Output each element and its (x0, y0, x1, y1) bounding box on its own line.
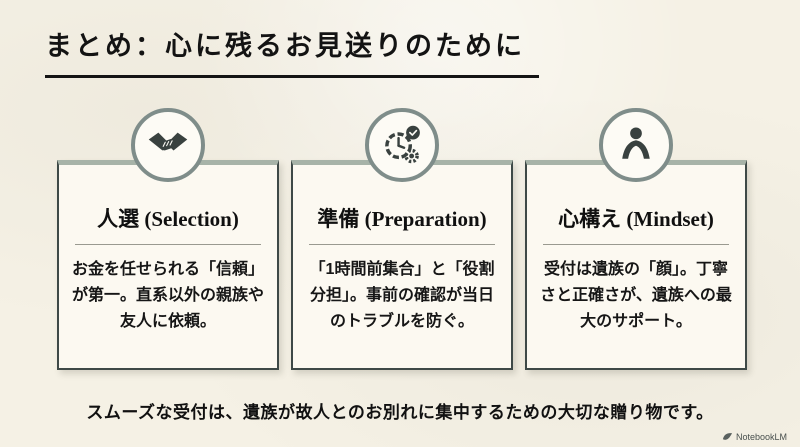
card-title-mindset: 心構え (Mindset) (558, 207, 714, 231)
card-preparation: 準備 (Preparation) 「1時間前集合」と「役割分担」。事前の確認が当… (291, 108, 513, 370)
cards-row: 人選 (Selection) お金を任せられる「信頼」が第一。直系以外の親族や友… (57, 108, 747, 370)
card-divider (543, 244, 729, 245)
card-body-selection: お金を任せられる「信頼」が第一。直系以外の親族や友人に依頼。 (72, 261, 265, 330)
card-title-selection: 人選 (Selection) (97, 207, 239, 231)
clock-gear-check-icon (365, 108, 439, 182)
card-title-preparation: 準備 (Preparation) (317, 207, 487, 231)
card-divider (309, 244, 495, 245)
card-body-preparation: 「1時間前集合」と「役割分担」。事前の確認が当日のトラブルを防ぐ。 (309, 261, 495, 330)
card-divider (75, 244, 261, 245)
handshake-icon (131, 108, 205, 182)
bowing-person-icon (599, 108, 673, 182)
card-mindset: 心構え (Mindset) 受付は遺族の「顔」。丁寧さと正確さが、遺族への最大の… (525, 108, 747, 370)
page-title: まとめ：心に残るお見送りのために (45, 24, 539, 78)
card-body-mindset: 受付は遺族の「顔」。丁寧さと正確さが、遺族への最大のサポート。 (540, 261, 732, 330)
notebooklm-branding: NotebookLM (722, 431, 787, 442)
notebooklm-label: NotebookLM (735, 431, 787, 442)
card-selection: 人選 (Selection) お金を任せられる「信頼」が第一。直系以外の親族や友… (57, 108, 279, 370)
footer-message: スムーズな受付は、遺族が故人とのお別れに集中するための大切な贈り物です。 (86, 403, 714, 422)
notebooklm-icon (722, 433, 733, 440)
